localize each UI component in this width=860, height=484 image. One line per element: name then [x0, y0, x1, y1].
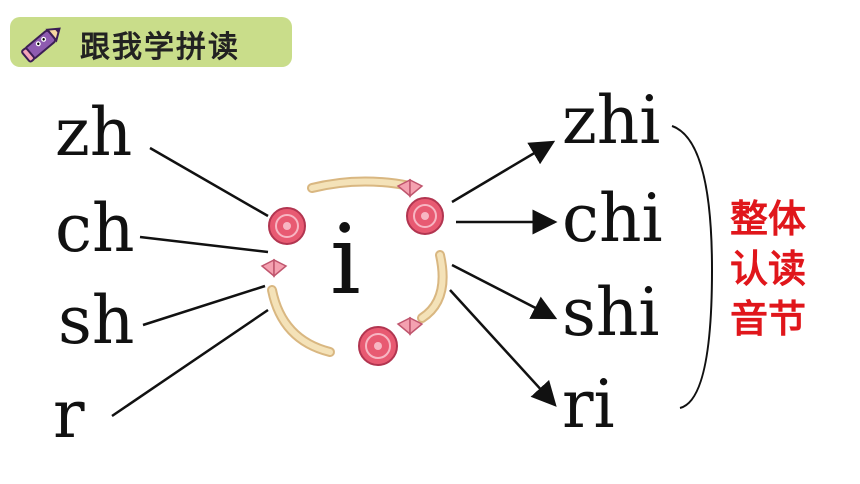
candy-icon [358, 326, 398, 366]
left-syllable-zh: zh [55, 94, 133, 171]
right-syllable-shi: shi [562, 274, 660, 351]
right-arrows [449, 140, 558, 407]
right-syllable-zhi: zhi [562, 82, 661, 159]
bow-icon [396, 316, 424, 336]
right-syllable-ri: ri [562, 366, 615, 443]
header-title: 跟我学拼读 [80, 30, 240, 65]
left-syllable-ch: ch [55, 190, 135, 267]
candy-icon [268, 207, 306, 245]
left-syllable-sh: sh [58, 282, 135, 359]
label-line: 整体 [729, 197, 806, 241]
label-line: 认读 [729, 247, 806, 291]
bow-icon [260, 258, 288, 278]
label-line: 音节 [729, 297, 806, 341]
header-banner: 跟我学拼读 [10, 17, 292, 67]
left-connectors [111, 146, 269, 418]
pencil-icon [21, 27, 61, 63]
brace [671, 125, 714, 409]
center-letter: i [330, 204, 361, 316]
left-syllable-r: r [53, 376, 85, 453]
candy-icon [406, 197, 444, 235]
bow-icon [396, 178, 424, 198]
whole-syllable-label: 整体 认读 音节 [723, 194, 813, 344]
right-syllable-chi: chi [562, 180, 663, 257]
